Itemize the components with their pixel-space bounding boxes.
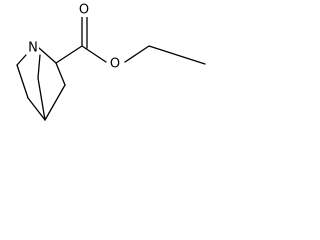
bond-c3-c4-ring <box>44 84 66 121</box>
bond-c7-c4 <box>37 77 46 121</box>
carbonyl-oxygen-atom-label: O <box>79 3 89 18</box>
nitrogen-atom-label: N <box>28 41 38 56</box>
bond-o-ethyl-ch2 <box>124 45 150 63</box>
ester-o-label-bg <box>109 57 121 71</box>
bond-c3-c4 <box>27 97 46 121</box>
ester-oxygen-atom-label: O <box>110 57 120 72</box>
bond-c2-c3 <box>16 64 29 99</box>
molecule-structure: N O O <box>16 3 206 121</box>
bond-ethyl-ch2-ch3 <box>148 45 206 65</box>
n-label-bg <box>27 42 39 56</box>
bond-c2-carbonyl <box>55 45 83 64</box>
molecule-canvas: N O O <box>0 0 216 134</box>
bond-n1-c2-bridge <box>16 54 27 66</box>
bond-n1-c2-ring <box>38 47 57 64</box>
bond-carbonyl-o-ester <box>81 45 107 63</box>
bond-n1-c7-bridge <box>37 54 41 79</box>
carbonyl-o-label-bg <box>78 3 90 17</box>
bond-c2-c3-ring <box>55 62 66 86</box>
